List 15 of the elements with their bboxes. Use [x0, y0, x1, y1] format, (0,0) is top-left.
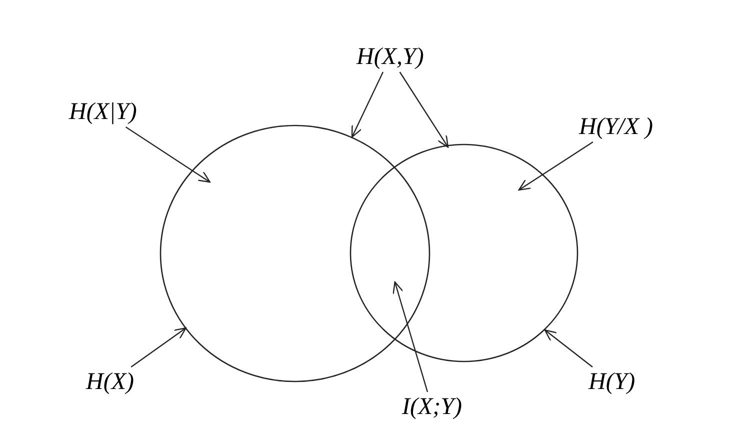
leader-arrow: [130, 327, 186, 368]
leader-arrow: [392, 281, 428, 392]
set-circle: [160, 124, 430, 382]
leader-arrow: [351, 72, 384, 138]
formula-label: H(Y/X ): [579, 115, 653, 139]
set-circle: [350, 144, 578, 362]
leader-arrow: [544, 329, 593, 368]
formula-label: H(X|Y): [69, 100, 137, 124]
formula-label: H(X): [86, 370, 134, 394]
formula-label: H(X,Y): [356, 45, 424, 69]
leader-arrow: [399, 72, 449, 148]
leader-arrow: [518, 142, 594, 191]
formula-label: H(Y): [588, 370, 636, 394]
leader-arrow: [125, 126, 210, 183]
formula-label: I(X;Y): [402, 395, 462, 419]
